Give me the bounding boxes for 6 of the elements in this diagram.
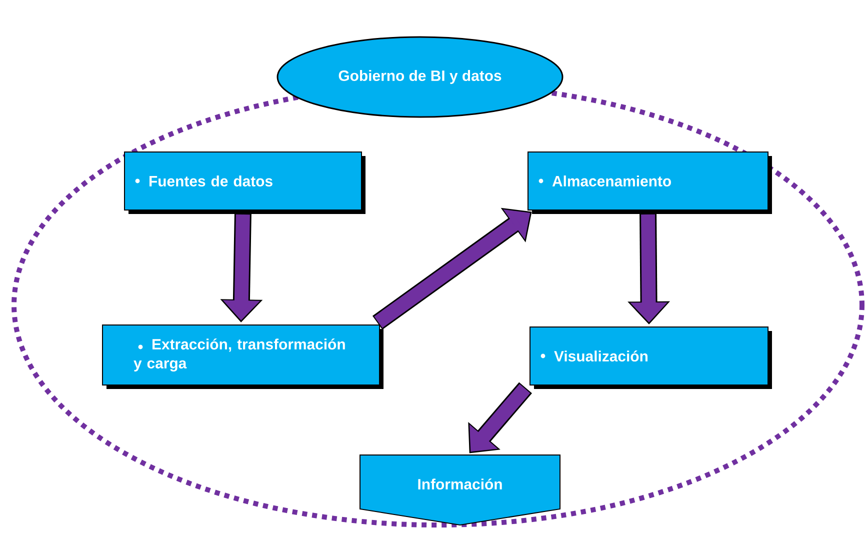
process-box: Fuentes de datos: [124, 152, 366, 214]
process-box: Almacenamiento: [528, 152, 772, 214]
process-box: Visualización: [530, 326, 772, 389]
ellipse-node: Gobierno de BI y datos: [276, 36, 564, 118]
process-box: Extracción, transformación y carga: [102, 324, 384, 389]
arrow-shaped-box: Información: [360, 454, 560, 526]
